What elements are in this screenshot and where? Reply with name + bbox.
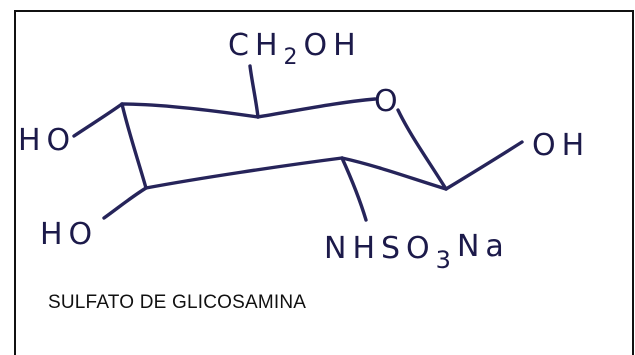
bond-c1-oh — [444, 140, 524, 191]
ho-label-c4: HO — [18, 123, 76, 158]
ring-bond-c3-c4 — [120, 102, 148, 190]
bond-c3-ho — [102, 186, 148, 220]
ch2oh-label: CH2OH — [228, 28, 362, 70]
diagram-frame — [14, 10, 634, 355]
oh-label-c1: OH — [532, 128, 590, 163]
bond-c5-ch2oh — [248, 64, 260, 119]
ho-label-c3: HO — [40, 217, 98, 252]
ring-bond-c5-o — [256, 97, 377, 119]
ring-bond-c1-c2 — [340, 156, 448, 191]
caption: SULFATO DE GLICOSAMINA — [48, 292, 307, 313]
bond-c4-ho — [72, 102, 124, 138]
ring-bond-c2-c3 — [144, 156, 344, 190]
ring-bond-o-c1 — [396, 108, 448, 191]
ring-bond-c5-c4 — [120, 102, 260, 119]
nhso3na-label: NHSO3Na — [324, 229, 510, 274]
ring-oxygen-label: O — [374, 84, 404, 119]
bond-c2-nhso3na — [340, 156, 368, 222]
